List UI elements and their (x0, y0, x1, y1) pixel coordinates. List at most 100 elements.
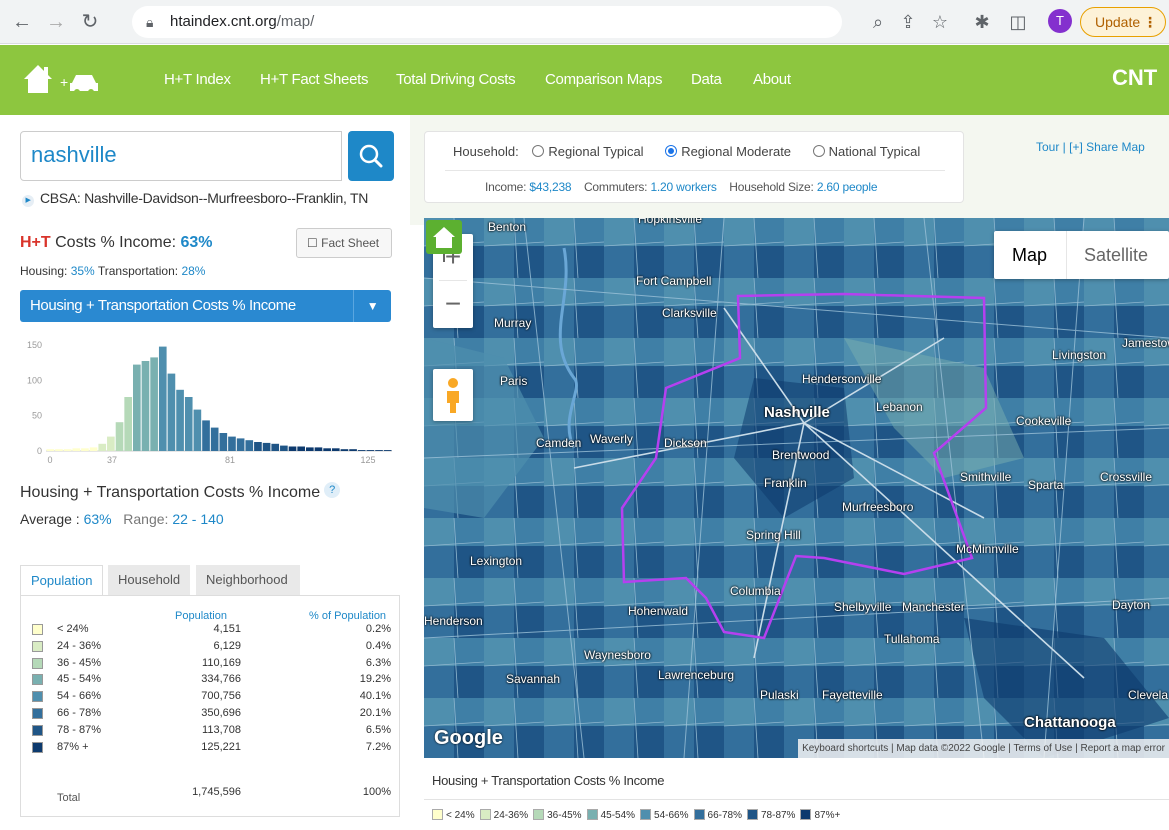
home-marker-icon[interactable] (424, 218, 464, 262)
map-place-label: Spring Hill (746, 528, 801, 542)
legend-swatch (479, 809, 491, 820)
map-place-label: Brentwood (772, 448, 830, 462)
nav-comparison-maps[interactable]: Comparison Maps (545, 71, 663, 88)
legend-swatch (693, 809, 705, 820)
nav-total-driving-costs[interactable]: Total Driving Costs (396, 71, 516, 88)
map-place-label: Dickson (664, 436, 707, 450)
radio-regional-typical[interactable] (532, 145, 545, 157)
legend-swatch (32, 708, 43, 719)
histogram-bar (280, 445, 288, 451)
update-button[interactable]: Update⋮ (1080, 7, 1166, 37)
search-input[interactable]: nashville (20, 131, 342, 181)
profile-avatar[interactable]: T (1048, 9, 1072, 33)
histogram-bar (331, 448, 340, 451)
street-view-pegman[interactable] (433, 369, 473, 421)
cbsa-item[interactable]: ▶CBSA: Nashville-Davidson--Murfreesboro-… (22, 190, 368, 207)
histogram-bar (245, 440, 254, 451)
fact-sheet-button[interactable]: ☐ Fact Sheet (296, 228, 392, 258)
map-place-label: Cookeville (1016, 414, 1072, 428)
histogram-bar (115, 422, 124, 451)
histogram-bar (210, 427, 219, 451)
legend-item: 54-66% (640, 809, 689, 821)
nav-ht-index[interactable]: H+T Index (164, 71, 231, 88)
map-place-label: Jamestow (1122, 336, 1169, 350)
map-place-label: Lexington (470, 554, 523, 568)
forward-arrow-icon[interactable]: → (46, 11, 66, 33)
extensions-icon[interactable]: ✱ (974, 12, 990, 32)
tab-population[interactable]: Population (20, 565, 104, 595)
row-label: 54 - 66% (57, 690, 102, 703)
histogram-bar (98, 443, 107, 451)
histogram-bar (357, 450, 366, 451)
map-place-label: Dayton (1112, 598, 1151, 612)
map-place-label: Franklin (764, 476, 807, 490)
radio-national-typical[interactable] (812, 145, 825, 157)
map-place-label: Henderson (424, 614, 483, 628)
histogram-bar (262, 442, 271, 451)
map-legend: < 24%24-36%36-45%45-54%54-66%66-78%78-87… (432, 809, 845, 821)
row-pct: 6.5% (365, 723, 391, 736)
nav-about[interactable]: About (753, 71, 791, 88)
row-population: 700,756 (201, 690, 241, 703)
legend-item: 45-54% (586, 809, 635, 821)
back-arrow-icon[interactable]: ← (12, 11, 32, 33)
map-place-label: Nashville (764, 404, 830, 421)
expand-triangle-icon: ▶ (22, 195, 34, 207)
variable-dropdown[interactable]: Housing + Transportation Costs % Income▼ (20, 290, 391, 322)
histogram-bar (81, 448, 89, 451)
row-label: 45 - 54% (57, 673, 102, 686)
map-place-label: Waynesboro (584, 648, 651, 662)
house-car-logo-icon[interactable]: + (22, 59, 102, 99)
row-pct: 0.4% (365, 639, 391, 652)
sidepanel-icon[interactable]: ◫ (1009, 12, 1027, 32)
legend-item: 78-87% (746, 809, 795, 821)
household-panel: Household: Regional Typical Regional Mod… (424, 131, 964, 203)
legend-item: 87%+ (800, 809, 840, 821)
histogram-bar (323, 448, 331, 451)
search-button[interactable] (348, 131, 394, 181)
nav-ht-fact-sheets[interactable]: H+T Fact Sheets (260, 71, 369, 88)
map-type-satellite[interactable]: Satellite (1084, 245, 1149, 265)
tab-household[interactable]: Household (108, 565, 191, 595)
radio-regional-moderate[interactable] (665, 145, 678, 157)
histogram-bar (349, 449, 357, 451)
histogram-bar (141, 361, 150, 451)
nav-data[interactable]: Data (691, 71, 722, 88)
map-place-label: Lawrenceburg (658, 668, 735, 682)
legend-swatch (32, 691, 43, 703)
histogram-bar (107, 436, 115, 451)
ht-costs-summary: H+T Costs % Income: 63% (20, 234, 213, 251)
cnt-logo[interactable]: CNT (1112, 65, 1158, 90)
histogram-bar (202, 420, 210, 451)
map-place-label: Sparta (1028, 478, 1064, 492)
search-icon (359, 144, 383, 168)
histogram-title: Housing + Transportation Costs % Income? (20, 482, 341, 502)
divider (439, 280, 467, 281)
histogram-bar (167, 373, 176, 451)
map-attribution[interactable]: Keyboard shortcuts | Map data ©2022 Goog… (798, 739, 1169, 758)
help-icon[interactable]: ? (324, 482, 341, 498)
legend-title: Housing + Transportation Costs % Income (432, 773, 665, 788)
menu-dots-icon: ⋮ (1143, 14, 1157, 30)
star-icon[interactable]: ☆ (931, 12, 949, 32)
map-type-map[interactable]: Map (1012, 245, 1048, 265)
share-icon[interactable]: ⇪ (900, 12, 916, 32)
row-pct: 6.3% (365, 656, 391, 669)
zoom-icon[interactable]: ⌕ (872, 12, 884, 32)
tour-share-link[interactable]: Tour | [+] Share Map (1036, 140, 1145, 154)
col-header-population: Population (175, 610, 227, 622)
divider (424, 799, 1169, 800)
address-bar[interactable]: 🔒︎ htaindex.cnt.org/map/ (132, 6, 842, 38)
legend-item: 36-45% (533, 809, 582, 821)
histogram-bar (150, 357, 158, 451)
reload-icon[interactable]: ↻ (81, 11, 99, 33)
zoom-out-button[interactable]: − (444, 288, 462, 319)
pegman-icon (447, 378, 459, 413)
tab-neighborhood[interactable]: Neighborhood (196, 565, 300, 595)
housing-transport-line: Housing: 35% Transportation: 28% (20, 264, 206, 278)
